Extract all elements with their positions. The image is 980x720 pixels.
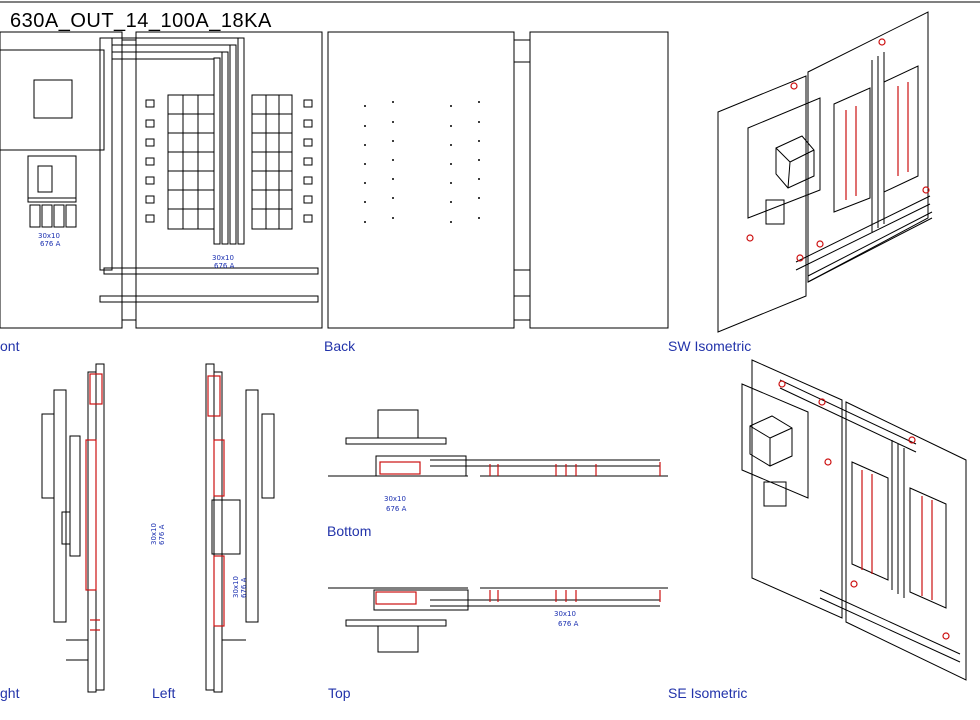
left-busbar-size-2: 30x10: [232, 576, 240, 598]
front-busbar-rating-2: 676 A: [214, 262, 235, 270]
front-outgoing-labels-right: [303, 99, 313, 223]
right-view: [41, 363, 105, 693]
view-label-top: Top: [328, 685, 351, 701]
front-breaker-terminals: [29, 204, 77, 228]
left-busbar-rating-2: 676 A: [240, 577, 248, 598]
left-busbar-size: 30x10: [150, 523, 158, 545]
bottom-view: [328, 409, 668, 477]
se-isometric-view: [741, 359, 967, 681]
view-label-sw-isometric: SW Isometric: [668, 338, 752, 354]
sw-isometric-red-markers: [746, 38, 930, 262]
view-label-bottom: Bottom: [327, 523, 372, 539]
view-label-front: ont: [0, 338, 20, 354]
sw-isometric-view: [717, 11, 933, 333]
view-label-back: Back: [324, 338, 356, 354]
front-view: [0, 31, 323, 329]
bottom-view-breakers: [379, 461, 661, 476]
back-fixing-points: [364, 101, 480, 223]
top-busbar-rating: 676 A: [558, 620, 579, 628]
view-label-left: Left: [152, 685, 176, 701]
left-busbar-rating: 676 A: [158, 524, 166, 545]
top-view: [328, 587, 668, 653]
right-view-breakers: [85, 373, 103, 631]
left-view: [205, 363, 275, 693]
se-isometric-red-markers: [778, 380, 950, 640]
view-label-right: ght: [0, 685, 20, 701]
top-busbar-size: 30x10: [554, 610, 576, 618]
front-busbar-size: 30x10: [38, 232, 60, 240]
bottom-busbar-size: 30x10: [384, 495, 406, 503]
left-view-breakers: [207, 375, 225, 627]
front-breaker-row-right: [251, 94, 293, 230]
front-busbar-size-2: 30x10: [212, 254, 234, 262]
top-view-breakers: [375, 590, 661, 605]
drawing-title: 630A_OUT_14_100A_18KA: [10, 10, 272, 32]
bottom-busbar-rating: 676 A: [386, 505, 407, 513]
view-label-se-isometric: SE Isometric: [668, 685, 748, 701]
back-view: [327, 31, 669, 329]
front-busbar-rating: 676 A: [40, 240, 61, 248]
front-outgoing-labels-left: [145, 99, 155, 223]
front-breaker-row-left: [167, 94, 215, 230]
